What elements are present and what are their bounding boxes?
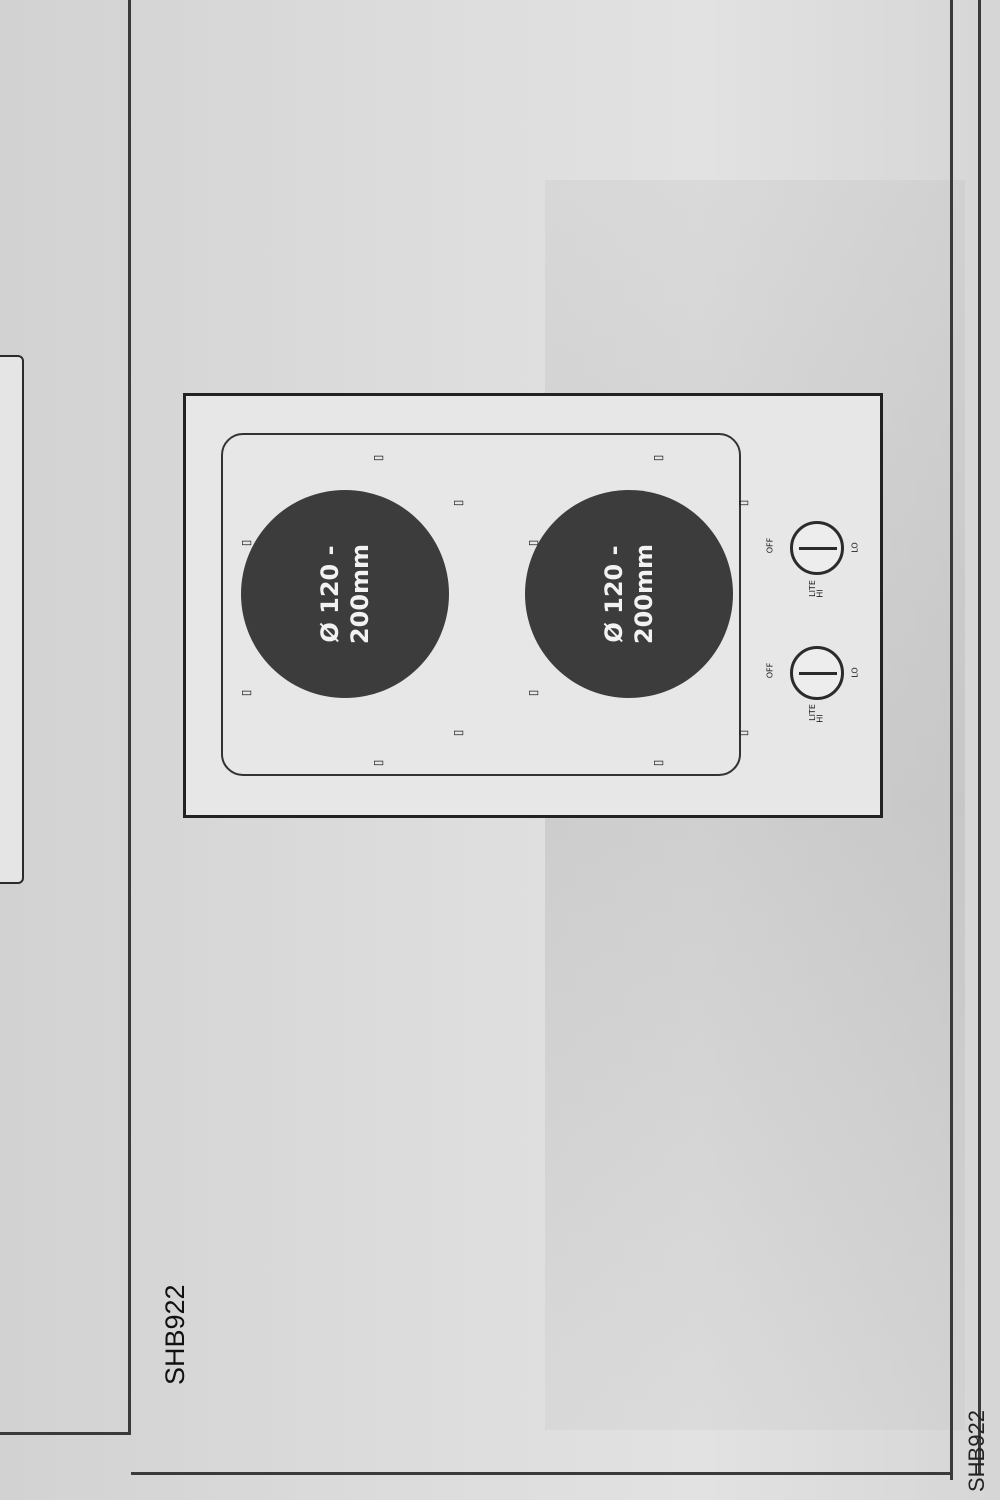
pan-support-tick: ▭ [653, 450, 665, 464]
model-label-bottom: SHB922 [964, 1410, 989, 1492]
knob-right-hi-label: HI [815, 589, 825, 598]
control-knob-left [790, 646, 844, 700]
knob-right-off-label: OFF [765, 537, 775, 554]
pan-support-tick: ▭ [241, 535, 253, 549]
pan-support-tick: ▭ [738, 495, 750, 509]
right-column-border [978, 0, 981, 1475]
control-knob-right [790, 521, 844, 575]
pan-support-tick: ▭ [653, 755, 665, 769]
pan-support-tick: ▭ [528, 685, 540, 699]
pan-support-tick: ▭ [738, 725, 750, 739]
left-bottom-border [0, 1432, 131, 1435]
knob-left-lo-label: LO [850, 667, 860, 678]
bottom-border [131, 1472, 951, 1475]
burner-zone-left: Ø 120 - 200mm [241, 490, 449, 698]
model-label: SHB922 [160, 1284, 190, 1385]
burner-zone-right-label: Ø 120 - 200mm [600, 543, 658, 645]
knob-left-off-label: OFF [765, 662, 775, 679]
burner-zone-right: Ø 120 - 200mm [525, 490, 733, 698]
left-frame-box [0, 355, 24, 884]
knob-right-lo-label: LO [850, 542, 860, 553]
pan-support-tick: ▭ [373, 450, 385, 464]
pan-support-tick: ▭ [373, 755, 385, 769]
pan-support-tick: ▭ [453, 495, 465, 509]
pan-support-tick: ▭ [241, 685, 253, 699]
inner-right-border [950, 0, 953, 1480]
hob-diagram: Ø 120 - 200mm Ø 120 - 200mm ▭ ▭ ▭ ▭ ▭ ▭ … [183, 393, 883, 818]
hob-surface: Ø 120 - 200mm Ø 120 - 200mm ▭ ▭ ▭ ▭ ▭ ▭ … [221, 433, 749, 776]
left-column-border [128, 0, 131, 1432]
pan-support-tick: ▭ [528, 535, 540, 549]
knob-left-hi-label: HI [815, 714, 825, 723]
burner-zone-left-label: Ø 120 - 200mm [316, 543, 374, 645]
pan-support-tick: ▭ [453, 725, 465, 739]
